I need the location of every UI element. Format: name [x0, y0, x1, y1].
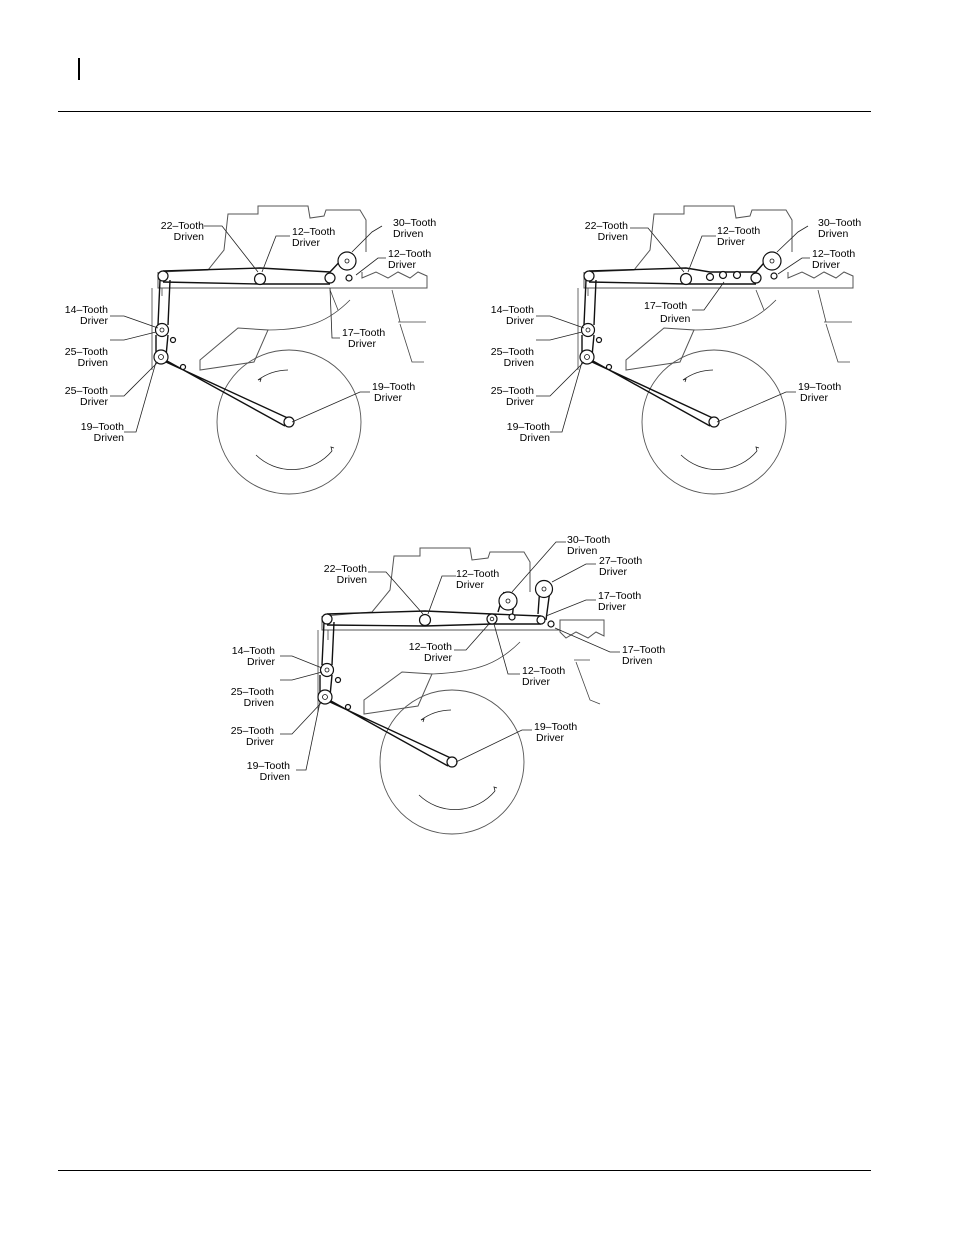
sprocket-17-driven: [750, 272, 762, 284]
ground-wheel: [216, 349, 362, 495]
drill-outline: [151, 205, 428, 371]
drill-outline: [577, 205, 854, 371]
idler-3: [732, 270, 742, 280]
margin-bar: [78, 58, 80, 80]
chain-runs: [319, 585, 551, 767]
sprocket-22-driven: [157, 270, 169, 282]
header-rule: [58, 111, 871, 112]
ground-wheel: [379, 689, 525, 835]
chain-runs: [581, 255, 771, 427]
sprocket-12-driver-small: [508, 613, 516, 621]
sprocket-12-driver: [418, 613, 432, 627]
sprocket-12-driver-small: [770, 272, 778, 280]
sprocket-19-driver: [708, 416, 720, 428]
leader-lines: [536, 225, 810, 433]
sprocket-22-driven: [321, 613, 333, 625]
sprocket-22-driven: [583, 270, 595, 282]
sprockets: [579, 251, 782, 428]
sprocket-12-driver-small: [345, 274, 353, 282]
idler-2: [718, 270, 728, 280]
leader-lines: [280, 541, 620, 771]
leader-lines: [110, 225, 386, 433]
sprocket-17-driven: [547, 620, 555, 628]
sprocket-17-driver: [536, 615, 546, 625]
sprocket-12-driver: [253, 272, 267, 286]
footer-rule: [58, 1170, 871, 1171]
sprocket-19-driver: [283, 416, 295, 428]
sprocket-12-driver: [679, 272, 693, 286]
idler-1: [705, 272, 715, 282]
sprockets: [153, 251, 357, 428]
chain-runs: [155, 255, 346, 427]
sprocket-19-driver: [446, 756, 458, 768]
sprocket-17-driver: [324, 272, 336, 284]
sprockets: [317, 579, 555, 768]
ground-wheel: [641, 349, 787, 495]
